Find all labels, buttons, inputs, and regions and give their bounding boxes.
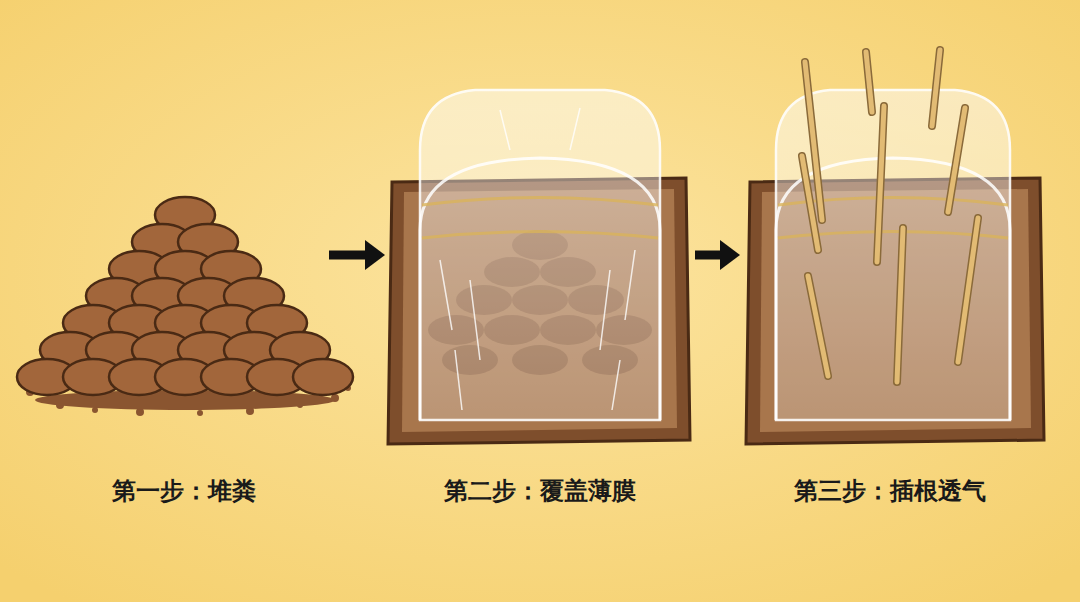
step-caption: 第一步：堆粪 <box>112 477 256 506</box>
step-panel: 第二步：覆盖薄膜 <box>387 20 693 520</box>
flow-arrow <box>695 240 740 270</box>
step-panel: 第一步：堆粪 <box>40 20 327 520</box>
manure-pile <box>17 197 353 416</box>
ventilated-bed <box>746 50 1044 444</box>
film-covered-bed <box>388 90 690 444</box>
flow-arrow <box>329 240 385 270</box>
step-panel: 第三步：插根透气 <box>742 20 1038 520</box>
step-caption: 第三步：插根透气 <box>794 477 986 506</box>
step-caption: 第二步：覆盖薄膜 <box>444 477 636 506</box>
